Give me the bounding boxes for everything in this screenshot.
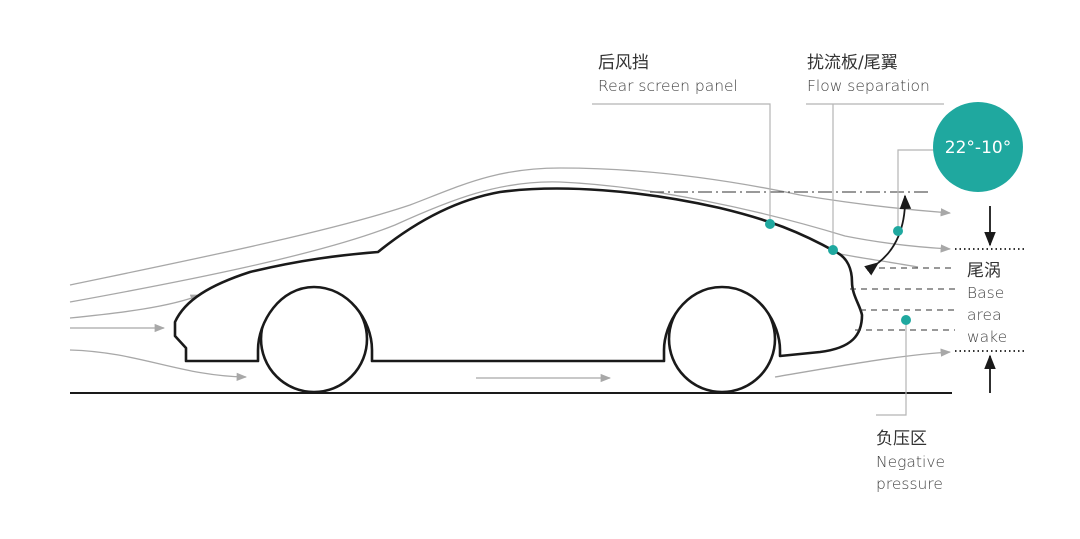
rear-screen-label-en: Rear screen panel — [598, 77, 738, 95]
angle-badge-text: 22°-10° — [945, 138, 1011, 158]
wake-label-en-2: area — [967, 306, 1002, 324]
wake-label-en-1: Base — [967, 284, 1004, 302]
angle-arc-arrow — [864, 194, 912, 276]
spoiler-marker — [828, 245, 838, 255]
rear-screen-label-zh: 后风挡 — [598, 53, 649, 73]
angle-marker — [893, 226, 903, 236]
streamline-lower — [69, 349, 248, 382]
wake-label-zh: 尾涡 — [967, 261, 1001, 281]
streamline-upper — [69, 181, 952, 303]
rear-screen-marker — [765, 219, 775, 229]
wake-label-en-3: wake — [967, 328, 1007, 346]
negative-pressure-label-zh: 负压区 — [876, 429, 927, 449]
negative-pressure-marker — [901, 315, 911, 325]
spoiler-label-zh: 扰流板/尾翼 — [807, 53, 898, 73]
negative-pressure-label-en-2: pressure — [876, 475, 943, 493]
leader-lines — [592, 103, 944, 416]
negative-pressure-label-en-1: Negative — [876, 453, 945, 471]
angle-badge — [933, 102, 1023, 192]
spoiler-label-en: Flow separation — [807, 77, 930, 95]
streamline-middle — [69, 294, 201, 319]
streamline-rear-exit — [774, 348, 952, 378]
car-body — [173, 187, 864, 363]
